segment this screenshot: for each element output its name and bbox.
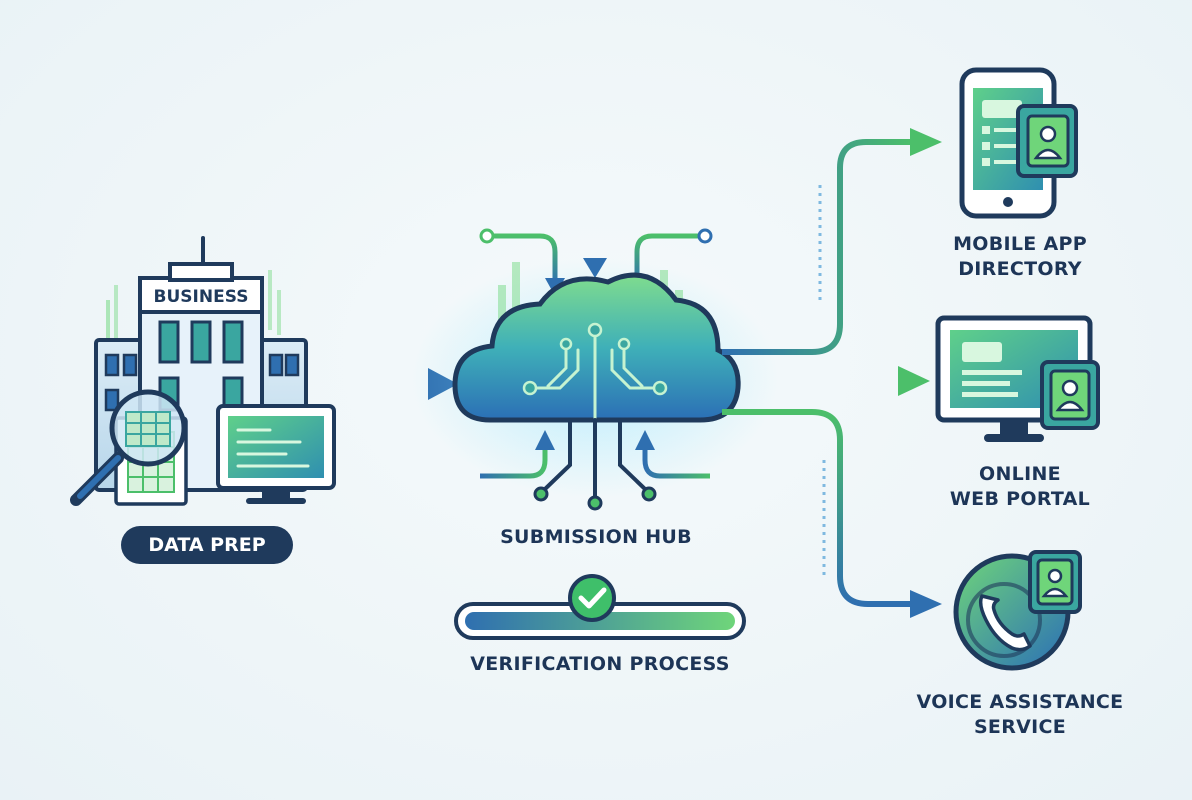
destination-web-label: ONLINE WEB PORTAL: [930, 462, 1110, 512]
flow-arrow-to-web: [722, 366, 930, 396]
data-prep-label: DATA PREP: [121, 526, 293, 564]
destination-mobile-label: MOBILE APP DIRECTORY: [930, 232, 1110, 282]
checkmark-icon: [568, 574, 616, 622]
business-sign-text: BUSINESS: [154, 287, 249, 307]
progress-fill: [465, 612, 735, 630]
phone-icon: [953, 550, 1082, 671]
flow-arrow-to-voice: [722, 409, 942, 618]
destination-mobile-line1: MOBILE APP: [953, 233, 1087, 255]
destination-voice-line1: VOICE ASSISTANCE: [916, 691, 1124, 713]
flow-arrow-to-mobile: [722, 128, 942, 355]
destination-voice-line2: SERVICE: [973, 716, 1067, 738]
verification-process-label: VERIFICATION PROCESS: [470, 653, 730, 675]
business-building-icon: [70, 236, 336, 506]
destination-mobile-line2: DIRECTORY: [958, 258, 1082, 280]
destination-web-line2: WEB PORTAL: [949, 488, 1091, 510]
destination-web-line1: ONLINE: [979, 463, 1061, 485]
submission-hub-label: SUBMISSION HUB: [500, 526, 692, 548]
monitor-icon: [935, 315, 1100, 442]
smartphone-icon: [959, 67, 1078, 219]
destination-voice-label: VOICE ASSISTANCE SERVICE: [900, 690, 1140, 740]
cloud-hub-icon: [410, 205, 780, 511]
